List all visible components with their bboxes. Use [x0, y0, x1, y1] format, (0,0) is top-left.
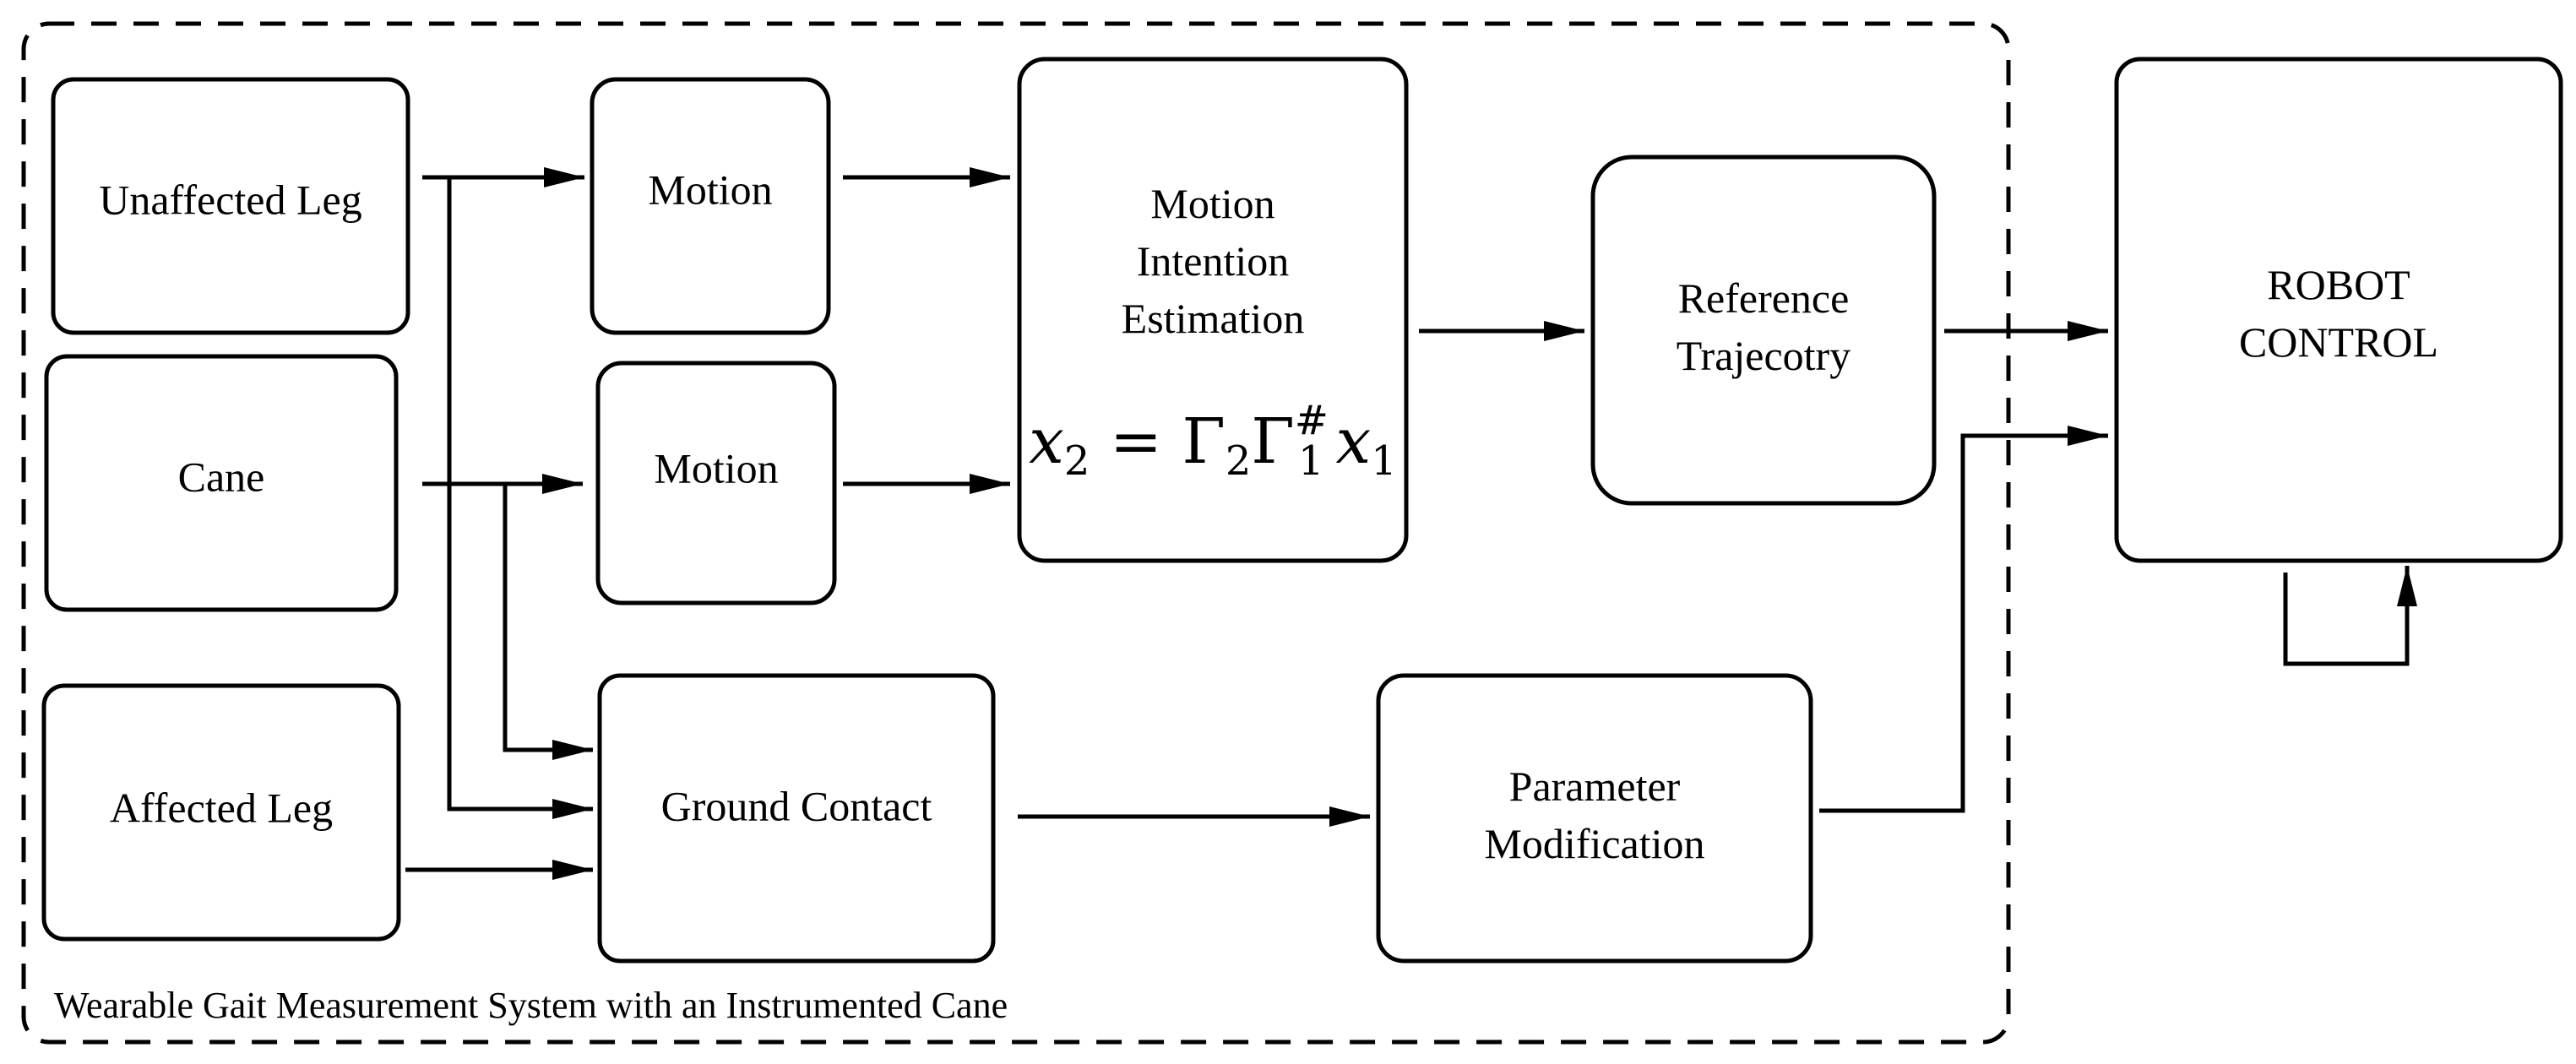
connector-lines — [405, 167, 2417, 880]
reference-trajectory-line2: Trajecotry — [1677, 332, 1850, 379]
ground-contact-label: Ground Contact — [661, 782, 932, 829]
ground-contact-block: Ground Contact — [597, 673, 996, 964]
robot-control-line2: CONTROL — [2239, 318, 2438, 366]
motion-2-label: Motion — [654, 444, 778, 491]
reference-trajectory-block: Reference Trajecotry — [1590, 155, 1937, 506]
arrow-cane-to-ground — [503, 484, 593, 760]
motion-block-1: Motion — [590, 77, 831, 335]
affected-leg-block: Affected Leg — [41, 683, 401, 942]
motion-intention-line3: Estimation — [1122, 295, 1305, 342]
parameter-modification-line2: Modification — [1484, 820, 1704, 867]
motion-1-label: Motion — [648, 166, 772, 213]
affected-leg-label: Affected Leg — [110, 784, 333, 831]
cane-label: Cane — [178, 453, 265, 500]
parameter-modification-block: Parameter Modification — [1376, 673, 1813, 964]
motion-intention-line2: Intention — [1137, 237, 1290, 285]
parameter-modification-line1: Parameter — [1509, 763, 1681, 810]
robot-control-line1: ROBOT — [2267, 261, 2410, 308]
cane-block: Cane — [44, 354, 399, 612]
motion-block-2: Motion — [595, 361, 837, 605]
system-boundary-caption: Wearable Gait Measurement System with an… — [54, 985, 1008, 1026]
arrow-parameter-to-robot — [1819, 426, 2108, 813]
arrow-unaffected-to-ground — [447, 177, 593, 819]
robot-control-block: ROBOT CONTROL — [2114, 57, 2563, 563]
system-boundary — [21, 21, 2011, 1045]
unaffected-leg-block: Unaffected Leg — [51, 77, 410, 335]
unaffected-leg-label: Unaffected Leg — [99, 176, 361, 223]
motion-intention-line1: Motion — [1150, 180, 1274, 227]
robot-feedback-loop — [2283, 566, 2417, 666]
reference-trajectory-line1: Reference — [1678, 274, 1850, 322]
